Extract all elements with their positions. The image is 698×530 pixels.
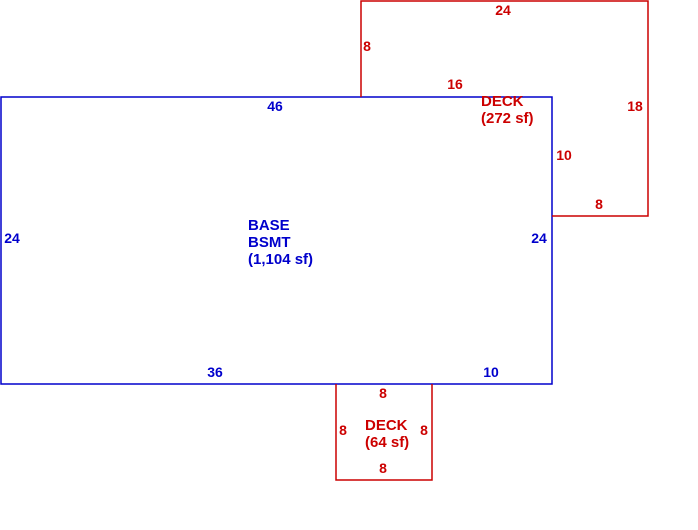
- base-dim-right: 24: [531, 230, 547, 246]
- base-label-line3: (1,104 sf): [248, 251, 313, 268]
- upper-deck-outline: [360, 0, 649, 217]
- base-dim-bottom-left: 36: [207, 364, 223, 380]
- base-dim-bottom-right: 10: [483, 364, 499, 380]
- upper-deck-label-line2: (272 sf): [481, 110, 534, 127]
- lower-deck-outline: [335, 384, 433, 481]
- upper-deck-dim-top: 24: [495, 2, 511, 18]
- lower-deck-dim-bottom: 8: [379, 460, 387, 476]
- lower-deck-dim-right: 8: [420, 422, 428, 438]
- base-label-line1: BASE: [248, 217, 290, 234]
- lower-deck-dim-top: 8: [379, 385, 387, 401]
- upper-deck-dim-bottom: 8: [595, 196, 603, 212]
- upper-deck-label-line1: DECK: [481, 93, 524, 110]
- base-dim-left: 24: [4, 230, 20, 246]
- base-basement-outline: [0, 96, 553, 385]
- lower-deck-dim-left: 8: [339, 422, 347, 438]
- lower-deck-label-line1: DECK: [365, 417, 408, 434]
- lower-deck-label-line2: (64 sf): [365, 434, 409, 451]
- upper-deck-dim-inner-top: 16: [447, 76, 463, 92]
- upper-deck-dim-left: 8: [363, 38, 371, 54]
- upper-deck-dim-right: 18: [627, 98, 643, 114]
- base-dim-top: 46: [267, 98, 283, 114]
- upper-deck-dim-inner-right: 10: [556, 147, 572, 163]
- base-label-line2: BSMT: [248, 234, 291, 251]
